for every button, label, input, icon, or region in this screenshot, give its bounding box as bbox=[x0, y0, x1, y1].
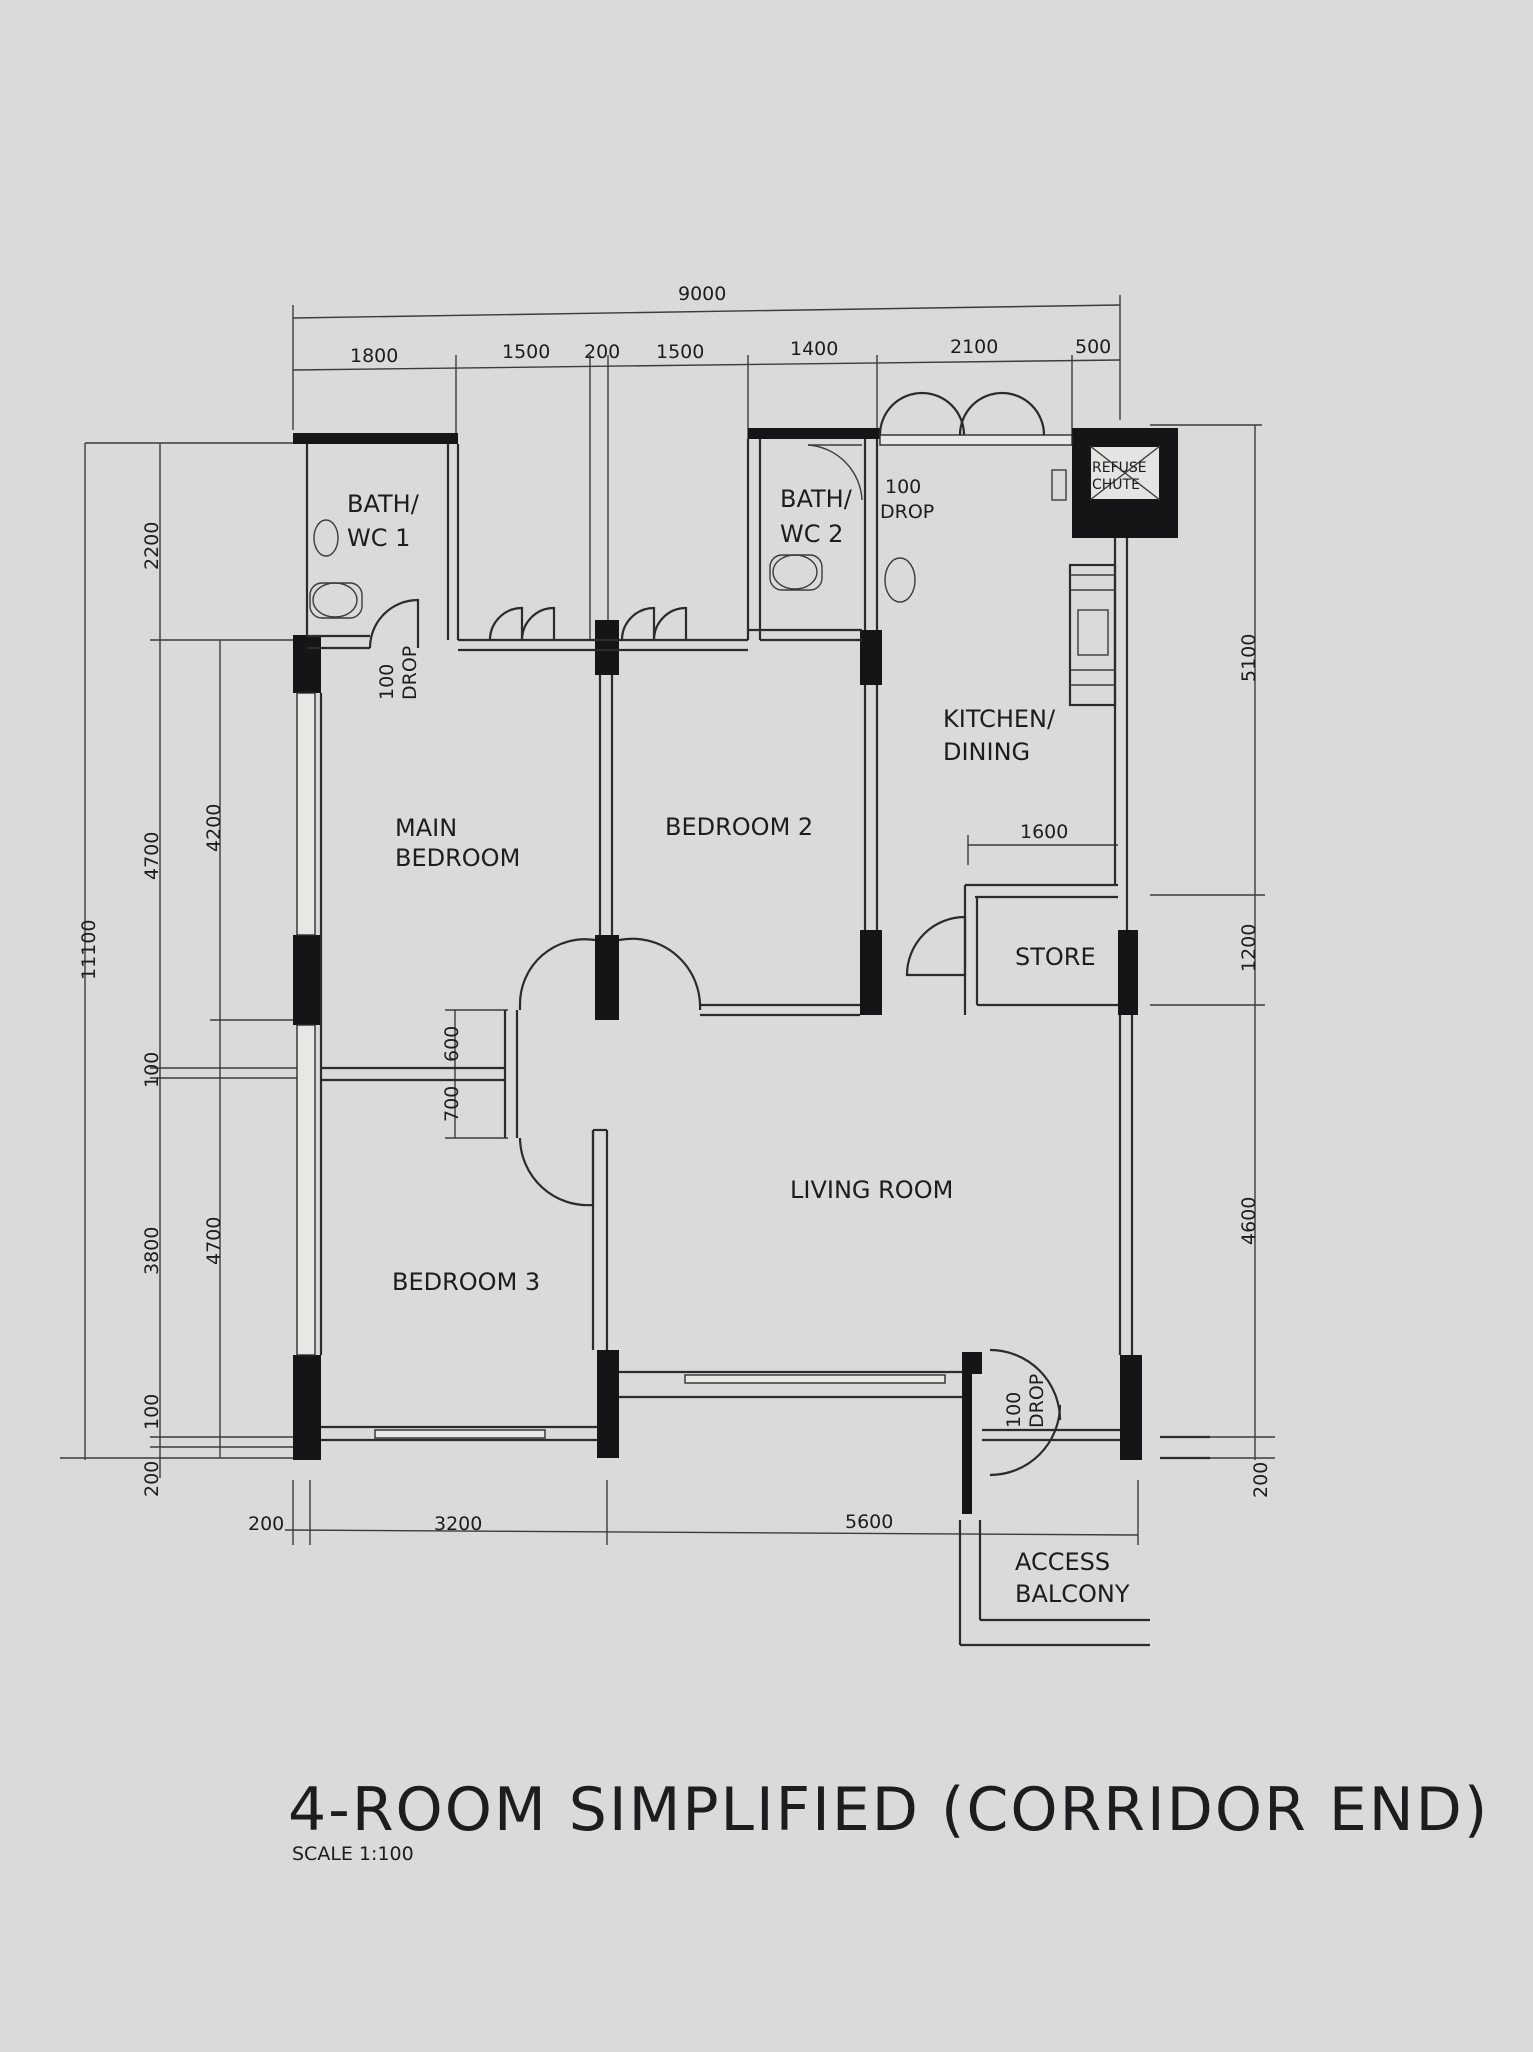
room-labels: BATH/ WC 1 BATH/ WC 2 MAIN BEDROOM BEDRO… bbox=[347, 460, 1147, 1608]
dim-top-1: 1800 bbox=[350, 345, 398, 367]
store-label: STORE bbox=[1015, 943, 1096, 971]
refuse-chute-label-line1: REFUSE bbox=[1092, 460, 1147, 476]
dim-top-4: 1500 bbox=[656, 341, 704, 363]
bath1-label-line2: WC 1 bbox=[347, 524, 410, 552]
dim-top-2: 1500 bbox=[502, 341, 550, 363]
right-dimensions: 5100 1200 4600 200 bbox=[1238, 634, 1272, 1498]
dim-right-3: 4600 bbox=[1238, 1197, 1260, 1245]
kitchen-label-line1: KITCHEN/ bbox=[943, 705, 1056, 733]
dim-left-a2: 4700 bbox=[141, 832, 163, 880]
partitions bbox=[296, 434, 1210, 1647]
bottom-dimensions: 200 3200 5600 bbox=[248, 1511, 893, 1535]
dim-left-b2: 4700 bbox=[203, 1217, 225, 1265]
dim-top-6: 2100 bbox=[950, 336, 998, 358]
dim-left-a1: 2200 bbox=[141, 522, 163, 570]
bedroom2-label: BEDROOM 2 bbox=[665, 813, 813, 841]
bath2-label-line2: WC 2 bbox=[780, 520, 843, 548]
dim-top-3: 200 bbox=[584, 341, 620, 363]
drop-labels: 100 DROP 100 DROP 100 DROP bbox=[376, 476, 1048, 1428]
dim-left-a3: 100 bbox=[141, 1052, 163, 1088]
main-bedroom-label-line2: BEDROOM bbox=[395, 844, 520, 872]
main-bedroom-label-line1: MAIN bbox=[395, 814, 457, 842]
dim-right-2: 1200 bbox=[1238, 924, 1260, 972]
kitchen-label-line2: DINING bbox=[943, 738, 1030, 766]
dim-right-4: 200 bbox=[1250, 1462, 1272, 1498]
plan-title: 4-ROOM SIMPLIFIED (CORRIDOR END) bbox=[288, 1775, 1489, 1845]
access-balcony-label-line2: BALCONY bbox=[1015, 1580, 1130, 1608]
dim-left-c1: 600 bbox=[441, 1026, 463, 1062]
dim-top-overall: 9000 bbox=[678, 283, 726, 305]
drop1-value: 100 bbox=[376, 664, 398, 700]
dim-right-1: 5100 bbox=[1238, 634, 1260, 682]
dim-bottom-3: 5600 bbox=[845, 1511, 893, 1533]
wc-fixtures bbox=[309, 519, 916, 619]
drop2-value: 100 bbox=[885, 476, 921, 498]
dim-left-a5: 100 bbox=[141, 1394, 163, 1430]
dim-kitchen: 1600 bbox=[1020, 821, 1068, 843]
dim-left-b1: 4200 bbox=[203, 804, 225, 852]
dim-left-a6: 200 bbox=[141, 1461, 163, 1497]
drop2-label: DROP bbox=[880, 501, 934, 523]
drop3-label: DROP bbox=[1026, 1374, 1048, 1428]
walls bbox=[293, 428, 1178, 1514]
dim-left-c2: 700 bbox=[441, 1086, 463, 1122]
dim-bottom-2: 3200 bbox=[434, 1513, 482, 1535]
dim-left-overall: 11100 bbox=[78, 920, 100, 980]
refuse-chute-label-line2: CHUTE bbox=[1092, 477, 1140, 493]
living-room-label: LIVING ROOM bbox=[790, 1176, 953, 1204]
bath2-label-line1: BATH/ bbox=[780, 485, 853, 513]
plan-scale: SCALE 1:100 bbox=[292, 1843, 414, 1865]
dim-top-7: 500 bbox=[1075, 336, 1111, 358]
dimension-lines bbox=[60, 295, 1275, 1545]
doors bbox=[368, 391, 1062, 1477]
drop1-label: DROP bbox=[399, 646, 421, 700]
dim-bottom-1: 200 bbox=[248, 1513, 284, 1535]
drop3-value: 100 bbox=[1003, 1392, 1025, 1428]
bedroom3-label: BEDROOM 3 bbox=[392, 1268, 540, 1296]
dim-top-5: 1400 bbox=[790, 338, 838, 360]
top-dimensions: 9000 1800 1500 200 1500 1400 2100 500 bbox=[350, 283, 1111, 367]
left-dimensions: 11100 2200 4700 100 3800 100 200 4200 47… bbox=[78, 522, 463, 1497]
access-balcony-label-line1: ACCESS bbox=[1015, 1548, 1110, 1576]
dim-left-a4: 3800 bbox=[141, 1227, 163, 1275]
bath1-label-line1: BATH/ bbox=[347, 490, 420, 518]
